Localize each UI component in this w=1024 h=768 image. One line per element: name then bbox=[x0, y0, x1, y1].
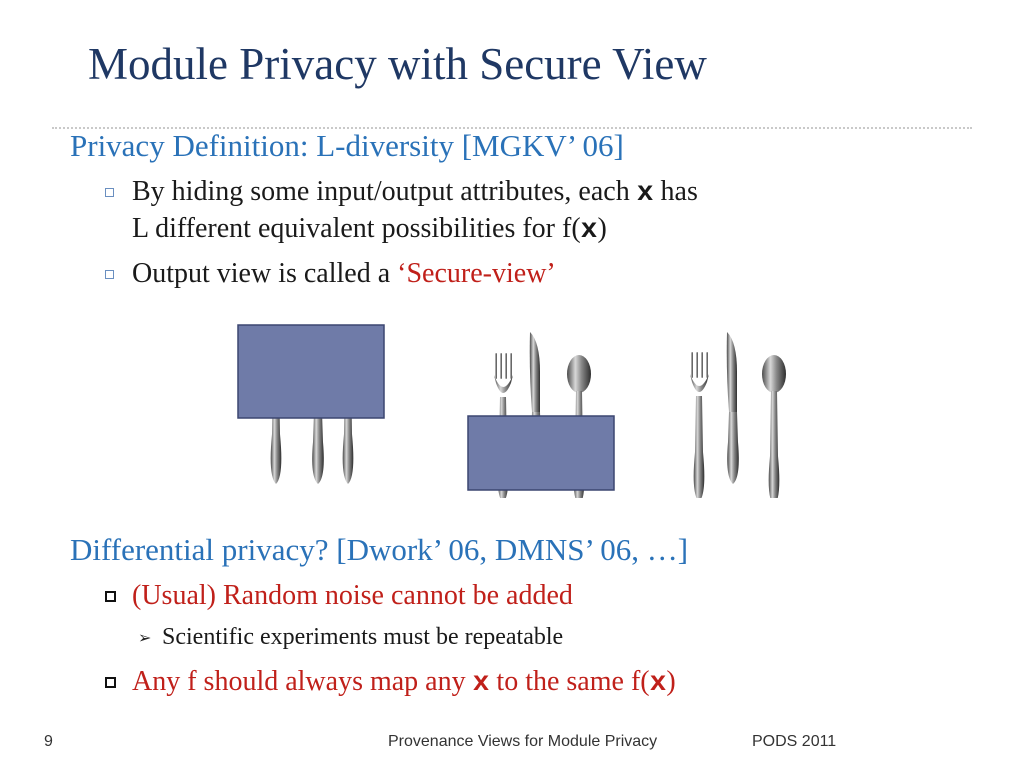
square-bullet-icon bbox=[105, 188, 114, 197]
spoon-icon bbox=[762, 355, 786, 498]
title-divider bbox=[52, 127, 972, 129]
slide-title: Module Privacy with Secure View bbox=[88, 39, 707, 89]
secure-view-figure bbox=[237, 324, 786, 498]
subbullet-repeatable: ➢ Scientific experiments must be repeata… bbox=[138, 624, 564, 650]
square-bullet-icon bbox=[105, 591, 116, 602]
bullet-same-mapping: Any f should always map any x to the sam… bbox=[105, 666, 676, 699]
mask-box-top bbox=[237, 324, 385, 419]
fork-icon bbox=[690, 352, 709, 498]
arrow-bullet-icon: ➢ bbox=[138, 628, 152, 647]
section-heading-differential-privacy: Differential privacy? [Dwork’ 06, DMNS’ … bbox=[70, 532, 689, 567]
square-bullet-icon bbox=[105, 270, 114, 279]
bullet-hiding-attributes-line2: L different equivalent possibilities for… bbox=[132, 213, 607, 246]
bullet-hiding-attributes: By hiding some input/output attributes, … bbox=[105, 176, 698, 209]
section-heading-l-diversity: Privacy Definition: L-diversity [MGKV’ 0… bbox=[70, 128, 624, 163]
square-bullet-icon bbox=[105, 677, 116, 688]
mask-box-bottom bbox=[467, 415, 615, 491]
slide-number: 9 bbox=[44, 733, 53, 750]
footer-title: Provenance Views for Module Privacy bbox=[388, 733, 658, 750]
cutlery-group-3 bbox=[690, 332, 786, 498]
knife-icon bbox=[726, 332, 739, 484]
bullet-secure-view: Output view is called a ‘Secure-view’ bbox=[105, 258, 556, 290]
bullet-random-noise: (Usual) Random noise cannot be added bbox=[105, 580, 573, 612]
footer-conference: PODS 2011 bbox=[752, 733, 837, 750]
